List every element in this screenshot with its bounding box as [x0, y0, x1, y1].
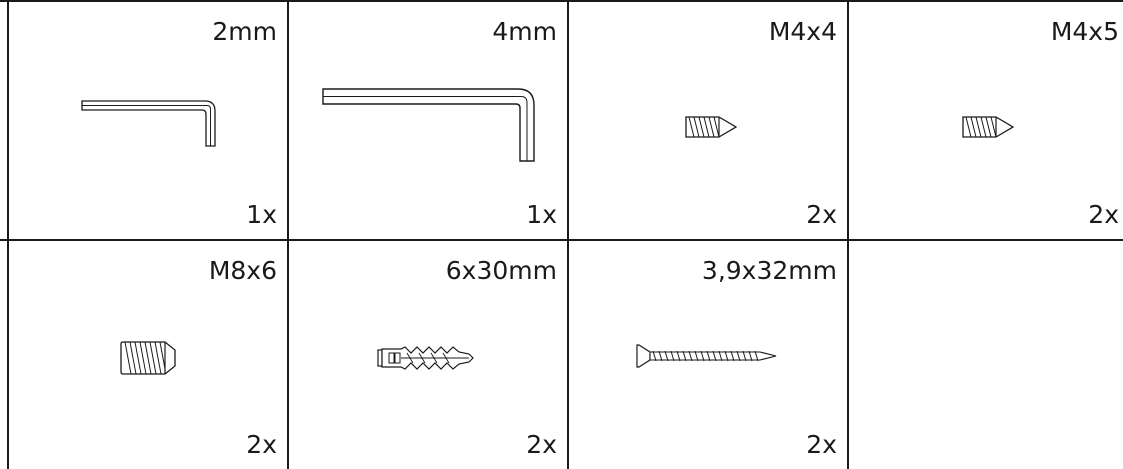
part-cell: M4x4 2x — [569, 2, 847, 239]
grid-column-divider — [567, 0, 569, 469]
part-cell: 4mm 1x — [289, 2, 567, 239]
part-quantity-label: 2x — [246, 430, 277, 459]
wood-screw-icon — [636, 343, 780, 369]
part-size-label: 4mm — [492, 17, 557, 46]
part-quantity-label: 2x — [806, 200, 837, 229]
part-size-label: 2mm — [212, 17, 277, 46]
part-size-label: M4x5 — [1050, 17, 1119, 46]
empty-part-cell — [849, 241, 1123, 469]
grid-row-divider — [0, 239, 1123, 241]
part-cell: M8x6 2x — [9, 241, 287, 469]
hex-key-small-icon — [81, 100, 221, 150]
part-quantity-label: 2x — [806, 430, 837, 459]
grid-border-left — [7, 0, 9, 469]
hex-key-large-icon — [322, 88, 537, 164]
grid-column-divider — [287, 0, 289, 469]
part-size-label: M4x4 — [768, 17, 837, 46]
part-quantity-label: 1x — [526, 200, 557, 229]
part-cell: M4x5 2x — [849, 2, 1123, 239]
part-cell: 3,9x32mm — [569, 241, 847, 469]
part-quantity-label: 2x — [1088, 200, 1119, 229]
part-quantity-label: 2x — [526, 430, 557, 459]
grid-column-divider — [847, 0, 849, 469]
part-cell: 2mm 1x — [9, 2, 287, 239]
wall-plug-icon — [377, 345, 477, 371]
part-size-label: 3,9x32mm — [701, 256, 837, 285]
grid-border-top — [0, 0, 1123, 2]
part-quantity-label: 1x — [246, 200, 277, 229]
part-cell: 6x30mm 2x — [289, 241, 567, 469]
part-size-label: M8x6 — [208, 256, 277, 285]
part-size-label: 6x30mm — [445, 256, 557, 285]
set-screw-large-icon — [120, 341, 178, 375]
set-screw-icon — [962, 116, 1016, 138]
set-screw-icon — [685, 116, 739, 138]
